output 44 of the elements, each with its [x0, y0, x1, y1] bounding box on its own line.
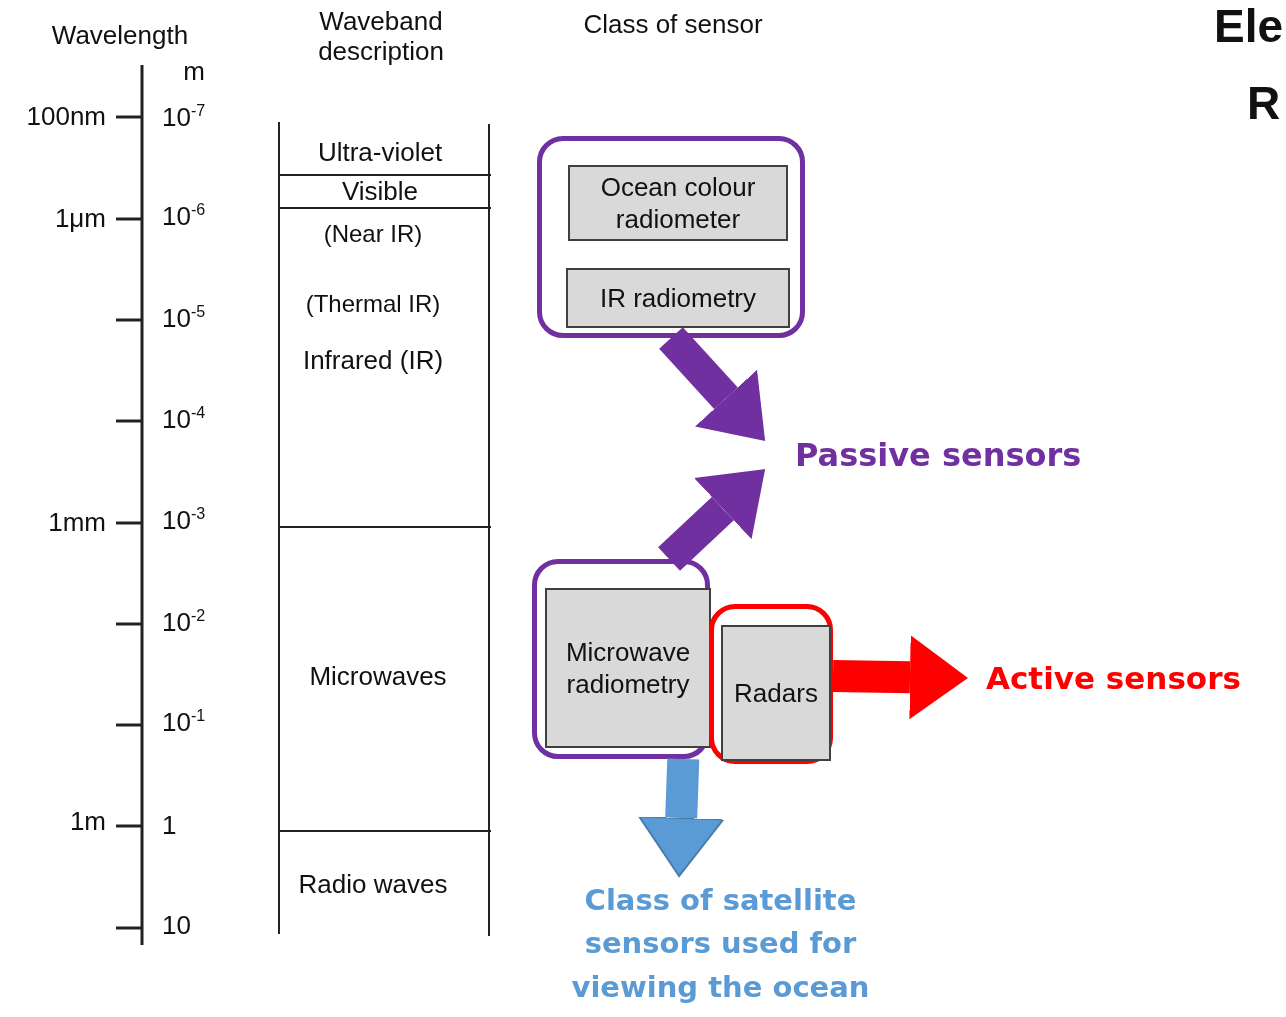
sensor-box: [721, 625, 831, 761]
wavelength-label: 1mm: [48, 508, 106, 538]
sensor-name: IR radiometry: [599, 281, 756, 315]
category-label: Class of satellite sensors used for viewing the ocean: [570, 881, 871, 1006]
band-name: Ultra-violet: [317, 138, 443, 168]
group-frame: [537, 136, 805, 338]
exponent-label: 10$^{-5}$: [162, 302, 206, 334]
block-arrow: [638, 758, 725, 877]
column-heading: Waveband description: [317, 7, 445, 67]
block-arrow: [659, 327, 766, 441]
block-arrow: [832, 635, 968, 720]
band-name: Microwaves: [309, 662, 447, 692]
wavelength-label: 100nm: [26, 102, 106, 132]
exponent-label: 10$^{-3}$: [162, 504, 206, 536]
exponent-label: 1: [162, 811, 177, 841]
category-label: Active sensors: [986, 658, 1241, 698]
title-text: Ele: [1214, 0, 1284, 53]
sensor-box: [568, 165, 788, 241]
exponent-label: 10: [162, 911, 191, 941]
band-name: Infrared (IR): [302, 346, 444, 376]
sensor-box: [566, 268, 790, 328]
wavelength-label: 1μm: [54, 204, 106, 234]
band-name: Visible: [341, 177, 419, 207]
unit-label: m: [183, 57, 205, 87]
column-heading: Wavelength: [51, 21, 189, 51]
wavelength-label: 1m: [69, 807, 106, 837]
group-frame: [532, 559, 710, 759]
sensor-name: Radars: [734, 676, 818, 710]
block-arrow: [658, 469, 766, 571]
category-label: Passive sensors: [795, 435, 1082, 476]
exponent-label: 10$^{-2}$: [162, 606, 206, 638]
band-name: (Near IR): [323, 220, 423, 248]
band-name: (Thermal IR): [305, 290, 441, 318]
exponent-label: 10$^{-6}$: [162, 200, 206, 232]
sensor-name: Microwave radiometry: [564, 635, 692, 701]
group-frame: [709, 604, 833, 764]
exponent-label: 10$^{-7}$: [162, 101, 206, 133]
column-heading: Class of sensor: [583, 10, 763, 40]
band-name: Radio waves: [298, 870, 448, 900]
exponent-label: 10$^{-4}$: [162, 403, 206, 435]
sensor-box: [545, 588, 711, 748]
sensor-name: Ocean colour radiometer: [599, 170, 757, 236]
title-text: R: [1247, 76, 1281, 130]
exponent-label: 10$^{-1}$: [162, 706, 206, 738]
